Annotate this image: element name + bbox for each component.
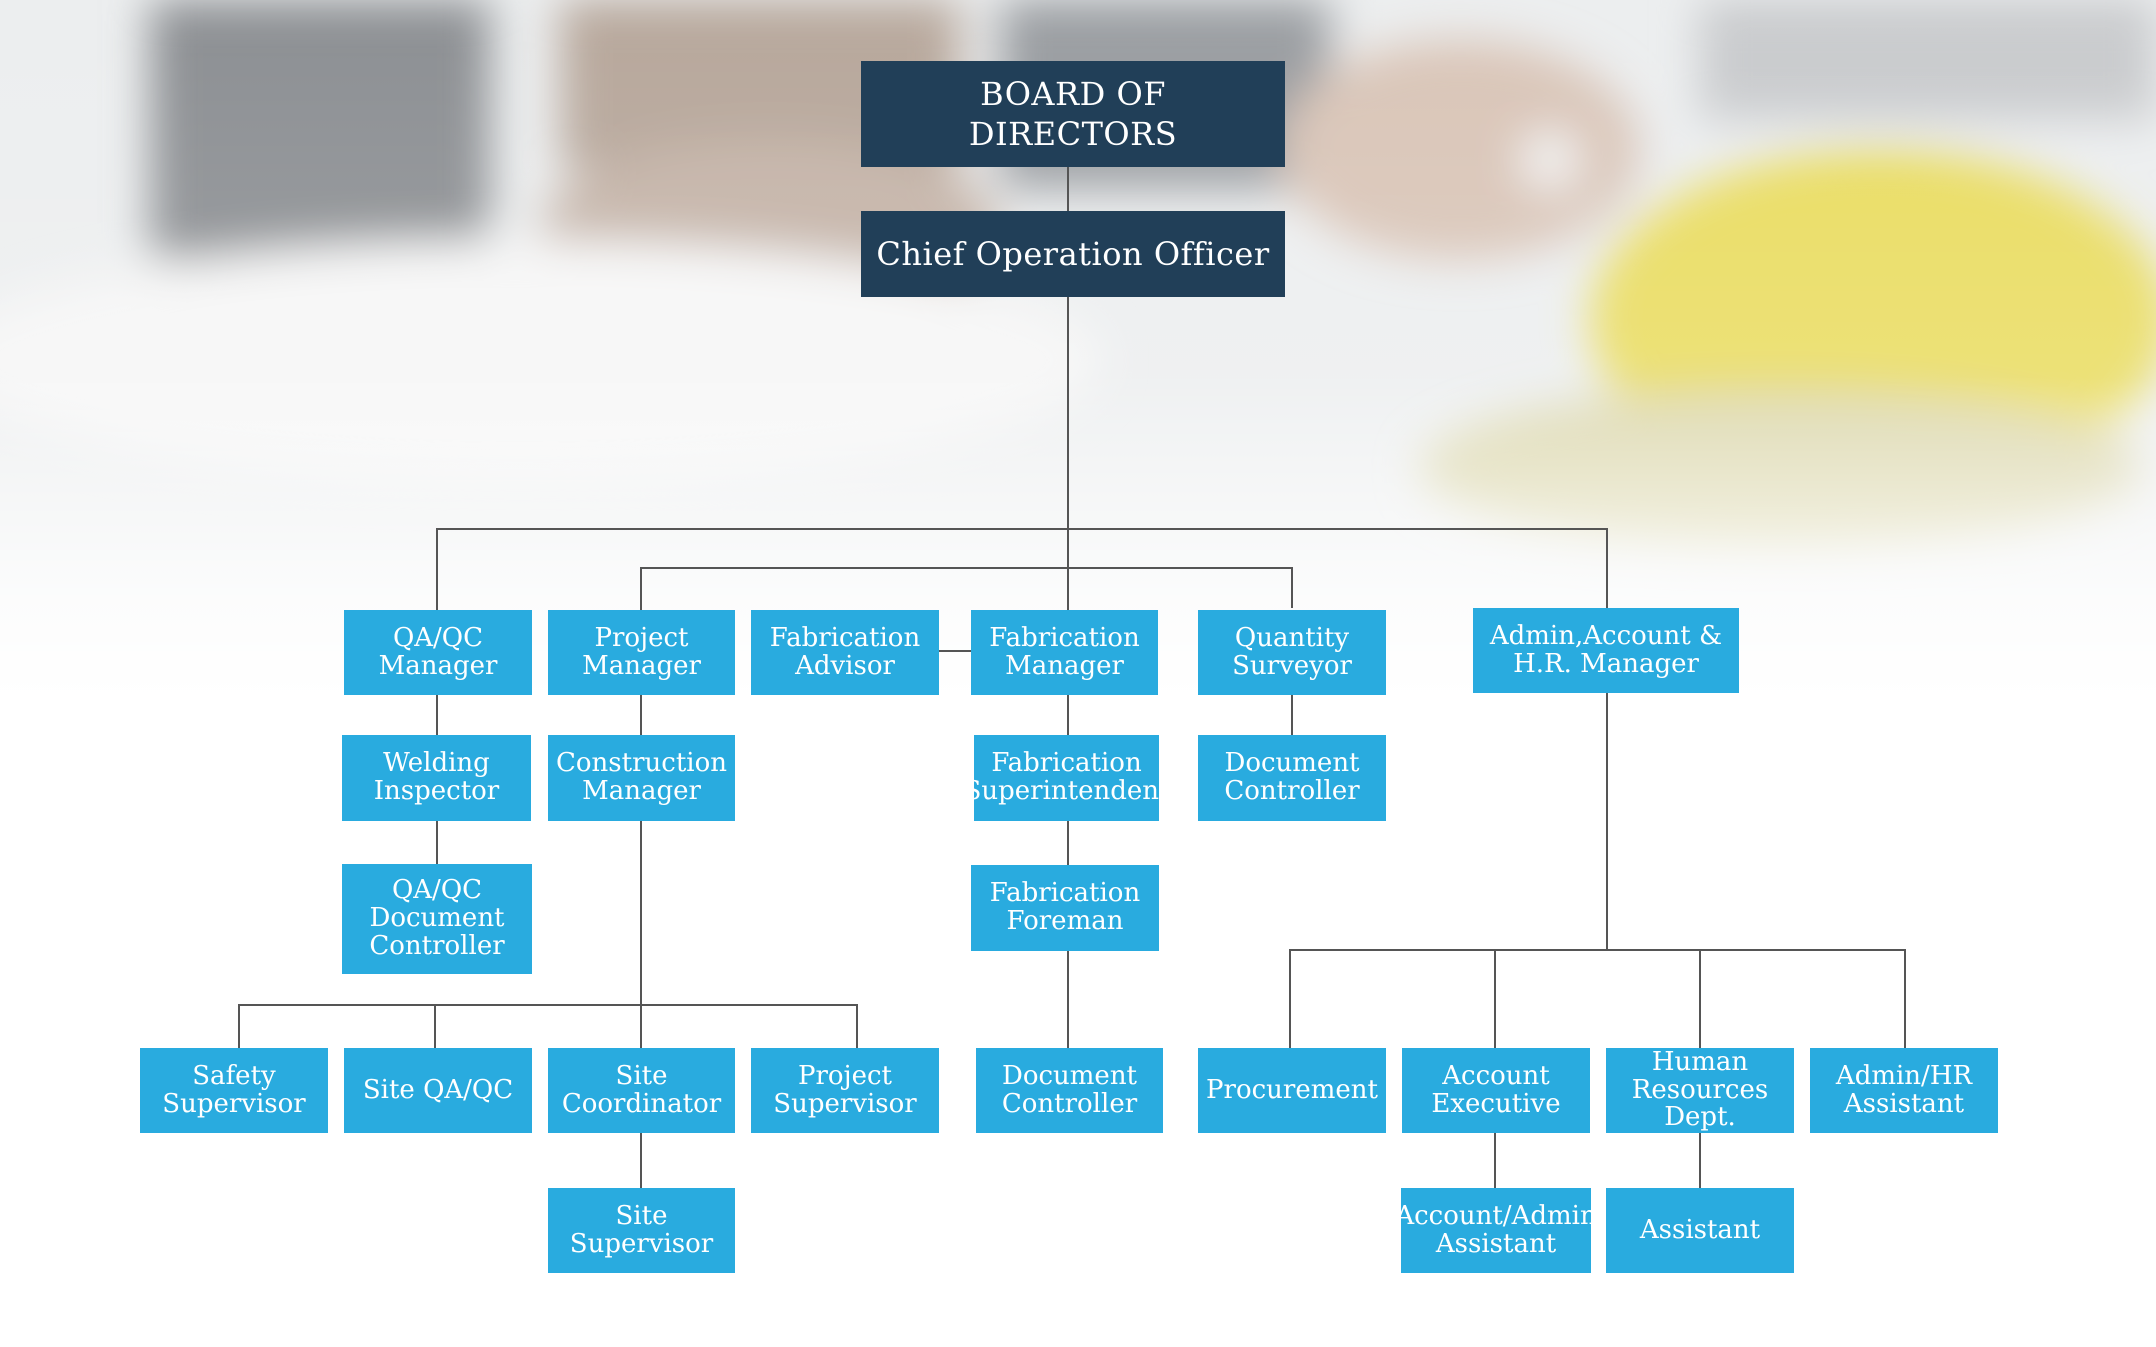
site-supervisor-label: Site Supervisor bbox=[569, 1200, 714, 1259]
site-coordinator-label: Site Coordinator bbox=[561, 1060, 722, 1119]
admin-hr-assistant-label: Admin/HR Assistant bbox=[1835, 1060, 1973, 1119]
surveying-document-controller-box: Document Controller bbox=[1198, 735, 1386, 821]
connector bbox=[238, 1004, 858, 1048]
admin-account-hr-manager-box: Admin,Account & H.R. Manager bbox=[1473, 608, 1739, 693]
safety-supervisor-box: Safety Supervisor bbox=[140, 1048, 328, 1133]
fabrication-manager-label: Fabrication Manager bbox=[989, 622, 1140, 681]
connector bbox=[1289, 949, 1906, 1048]
connector bbox=[640, 567, 1293, 610]
site-qaqc-box: Site QA/QC bbox=[344, 1048, 532, 1133]
chief-operation-officer-label: Chief Operation Officer bbox=[876, 235, 1270, 273]
site-supervisor-box: Site Supervisor bbox=[548, 1188, 735, 1273]
surveying-document-controller-label: Document Controller bbox=[1224, 748, 1360, 806]
qaqc-manager-box: QA/QC Manager bbox=[344, 610, 532, 695]
account-executive-box: Account Executive bbox=[1402, 1048, 1590, 1133]
quantity-surveyor-label: Quantity Surveyor bbox=[1232, 622, 1352, 681]
fabrication-foreman-box: Fabrication Foreman bbox=[971, 865, 1159, 951]
fabrication-document-controller-box: Document Controller bbox=[976, 1048, 1163, 1133]
board-of-directors-label: BOARD OF DIRECTORS bbox=[968, 75, 1178, 153]
assistant-label: Assistant bbox=[1639, 1214, 1761, 1245]
safety-supervisor-label: Safety Supervisor bbox=[162, 1060, 306, 1119]
fabrication-foreman-label: Fabrication Foreman bbox=[989, 878, 1141, 936]
admin-account-hr-manager-label: Admin,Account & H.R. Manager bbox=[1489, 620, 1723, 679]
fabrication-superintendent-label: Fabrication Superintendent bbox=[963, 748, 1170, 806]
construction-manager-box: Construction Manager bbox=[548, 735, 735, 821]
admin-hr-assistant-box: Admin/HR Assistant bbox=[1810, 1048, 1998, 1133]
account-admin-assistant-label: Account/Admin Assistant bbox=[1395, 1200, 1597, 1259]
human-resources-dept-box: Human Resources Dept. bbox=[1606, 1048, 1794, 1133]
procurement-label: Procurement bbox=[1206, 1074, 1378, 1105]
site-qaqc-label: Site QA/QC bbox=[362, 1074, 514, 1105]
project-manager-label: Project Manager bbox=[582, 622, 701, 681]
account-executive-label: Account Executive bbox=[1431, 1060, 1561, 1119]
fabrication-manager-box: Fabrication Manager bbox=[971, 610, 1158, 695]
project-supervisor-label: Project Supervisor bbox=[773, 1060, 917, 1119]
project-supervisor-box: Project Supervisor bbox=[751, 1048, 939, 1133]
chief-operation-officer-box: Chief Operation Officer bbox=[861, 211, 1285, 297]
welding-inspector-label: Welding Inspector bbox=[373, 748, 500, 806]
board-of-directors-box: BOARD OF DIRECTORS bbox=[861, 61, 1285, 167]
construction-manager-label: Construction Manager bbox=[556, 748, 727, 806]
project-manager-box: Project Manager bbox=[548, 610, 735, 695]
human-resources-dept-label: Human Resources Dept. bbox=[1631, 1046, 1769, 1133]
qaqc-document-controller-label: QA/QC Document Controller bbox=[369, 875, 505, 961]
procurement-box: Procurement bbox=[1198, 1048, 1386, 1133]
welding-inspector-box: Welding Inspector bbox=[342, 735, 531, 821]
qaqc-document-controller-box: QA/QC Document Controller bbox=[342, 864, 532, 974]
connector bbox=[436, 528, 1608, 610]
assistant-box: Assistant bbox=[1606, 1188, 1794, 1273]
quantity-surveyor-box: Quantity Surveyor bbox=[1198, 610, 1386, 695]
qaqc-manager-label: QA/QC Manager bbox=[378, 622, 498, 681]
account-admin-assistant-box: Account/Admin Assistant bbox=[1395, 1188, 1597, 1273]
fabrication-advisor-label: Fabrication Advisor bbox=[769, 622, 921, 681]
fabrication-document-controller-label: Document Controller bbox=[1001, 1060, 1138, 1119]
fabrication-superintendent-box: Fabrication Superintendent bbox=[964, 735, 1169, 821]
site-coordinator-box: Site Coordinator bbox=[548, 1048, 735, 1133]
fabrication-advisor-box: Fabrication Advisor bbox=[751, 610, 939, 695]
